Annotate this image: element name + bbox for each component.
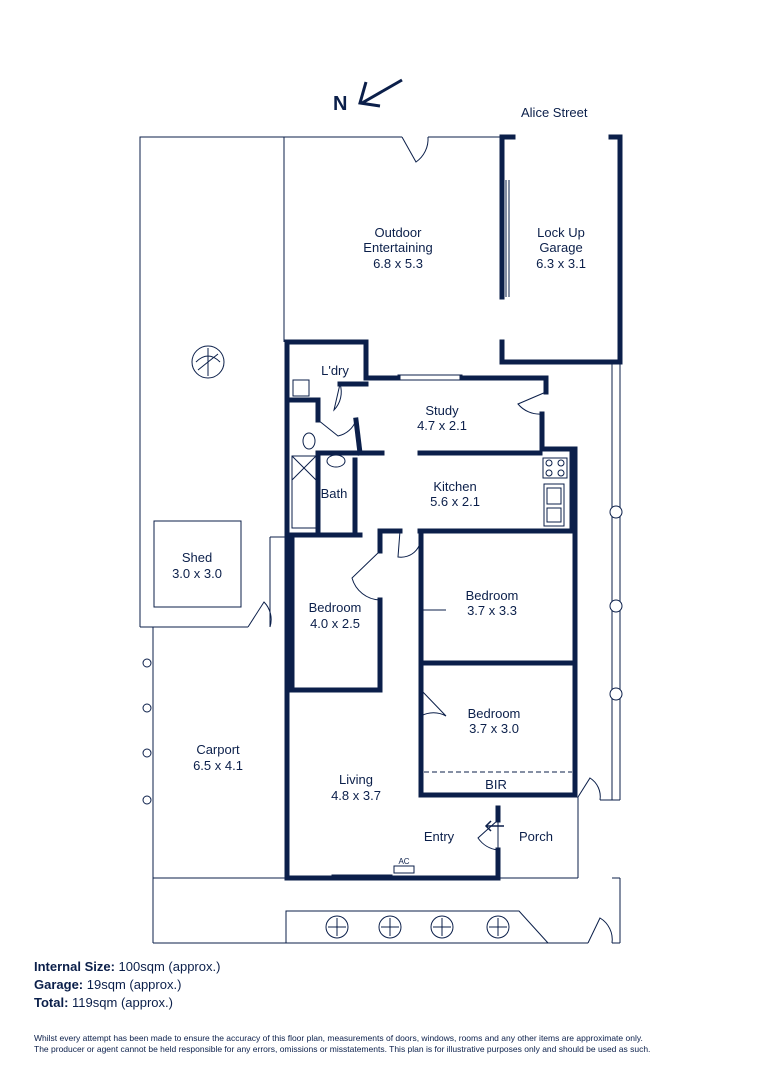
carport-door bbox=[247, 601, 272, 628]
tree-icon bbox=[486, 915, 510, 939]
tree-icon bbox=[378, 915, 402, 939]
living-window bbox=[331, 874, 393, 881]
laundry-door bbox=[333, 383, 342, 412]
north-arrow-icon bbox=[358, 78, 403, 108]
bath-tub-icon bbox=[291, 455, 317, 529]
kitchen-window bbox=[569, 469, 576, 516]
bedroom1-window bbox=[284, 564, 290, 606]
tree-icon bbox=[325, 915, 349, 939]
garage-size-value: 19sqm (approx.) bbox=[86, 977, 182, 992]
ac-unit bbox=[393, 865, 415, 874]
total-size-row: Total: 119sqm (approx.) bbox=[34, 994, 220, 1012]
study-size: 4.7 x 2.1 bbox=[417, 418, 467, 433]
bedroom2-window bbox=[572, 574, 578, 616]
north-label: N bbox=[333, 93, 347, 115]
total-size-value: 119sqm (approx.) bbox=[72, 995, 173, 1010]
bedroom1-size: 4.0 x 2.5 bbox=[310, 616, 360, 631]
garden-bed bbox=[285, 910, 549, 944]
hall-door bbox=[397, 530, 422, 558]
total-size-label: Total: bbox=[34, 995, 69, 1010]
bedroom3-label: Bedroom bbox=[468, 706, 521, 721]
garage-label-2: Garage bbox=[539, 240, 582, 255]
disclaimer-line-2: The producer or agent cannot be held res… bbox=[34, 1044, 651, 1054]
street-name: Alice Street bbox=[521, 105, 588, 120]
garage-size-label: Garage: bbox=[34, 977, 84, 992]
bedroom3-door bbox=[420, 689, 447, 717]
carport-size: 6.5 x 4.1 bbox=[193, 758, 243, 773]
tree-icon bbox=[430, 915, 454, 939]
bath-door bbox=[317, 419, 357, 437]
bir-label: BIR bbox=[485, 777, 507, 792]
garage-size: 6.3 x 3.1 bbox=[536, 256, 586, 271]
disclaimer: Whilst every attempt has been made to en… bbox=[34, 1033, 754, 1055]
carport-label: Carport bbox=[196, 742, 240, 757]
porch-side-door bbox=[577, 777, 601, 801]
internal-size-label: Internal Size: bbox=[34, 959, 115, 974]
bedroom1-door bbox=[351, 550, 381, 601]
tree-icon bbox=[191, 345, 225, 379]
outdoor-size: 6.8 x 5.3 bbox=[373, 256, 423, 271]
internal-size-value: 100sqm (approx.) bbox=[118, 959, 221, 974]
entry-door bbox=[477, 819, 499, 851]
shed-label: Shed bbox=[182, 550, 212, 565]
bath-label: Bath bbox=[321, 486, 348, 501]
outdoor-door bbox=[401, 136, 429, 163]
shrub-icon bbox=[142, 505, 623, 805]
basin-icon bbox=[326, 454, 346, 468]
doors bbox=[247, 136, 613, 944]
bedroom2-label: Bedroom bbox=[466, 588, 519, 603]
kitchen-size: 5.6 x 2.1 bbox=[430, 494, 480, 509]
bedroom3-window bbox=[572, 699, 578, 741]
study-window bbox=[397, 374, 463, 381]
kitchen-label: Kitchen bbox=[433, 479, 476, 494]
outdoor-label-1: Outdoor bbox=[375, 225, 423, 240]
living-label: Living bbox=[339, 772, 373, 787]
entry-arrow-icon bbox=[484, 820, 504, 832]
area-summary: Internal Size: 100sqm (approx.) Garage: … bbox=[34, 958, 220, 1012]
entry-label: Entry bbox=[424, 829, 455, 844]
internal-size-row: Internal Size: 100sqm (approx.) bbox=[34, 958, 220, 976]
front-gate bbox=[587, 917, 613, 944]
bedroom3-size: 3.7 x 3.0 bbox=[469, 721, 519, 736]
outdoor-label-2: Entertaining bbox=[363, 240, 432, 255]
laundry-window bbox=[295, 339, 319, 345]
fixtures bbox=[291, 379, 568, 529]
kitchen-sink-icon bbox=[543, 483, 565, 527]
garage-walls bbox=[499, 134, 623, 365]
living-size: 4.8 x 3.7 bbox=[331, 788, 381, 803]
toilet-icon bbox=[302, 432, 316, 450]
garage-label-1: Lock Up bbox=[537, 225, 585, 240]
laundry-label: L'dry bbox=[321, 363, 349, 378]
garage-size-row: Garage: 19sqm (approx.) bbox=[34, 976, 220, 994]
cooktop-icon bbox=[542, 457, 568, 479]
shed-outline bbox=[153, 520, 242, 608]
porch-label: Porch bbox=[519, 829, 553, 844]
shed-size: 3.0 x 3.0 bbox=[172, 566, 222, 581]
bedroom1-label: Bedroom bbox=[309, 600, 362, 615]
laundry-tub-icon bbox=[292, 379, 310, 397]
ac-label: AC bbox=[398, 857, 409, 866]
study-door bbox=[517, 391, 547, 415]
disclaimer-line-1: Whilst every attempt has been made to en… bbox=[34, 1033, 643, 1043]
study-label: Study bbox=[425, 403, 459, 418]
bedroom2-size: 3.7 x 3.3 bbox=[467, 603, 517, 618]
